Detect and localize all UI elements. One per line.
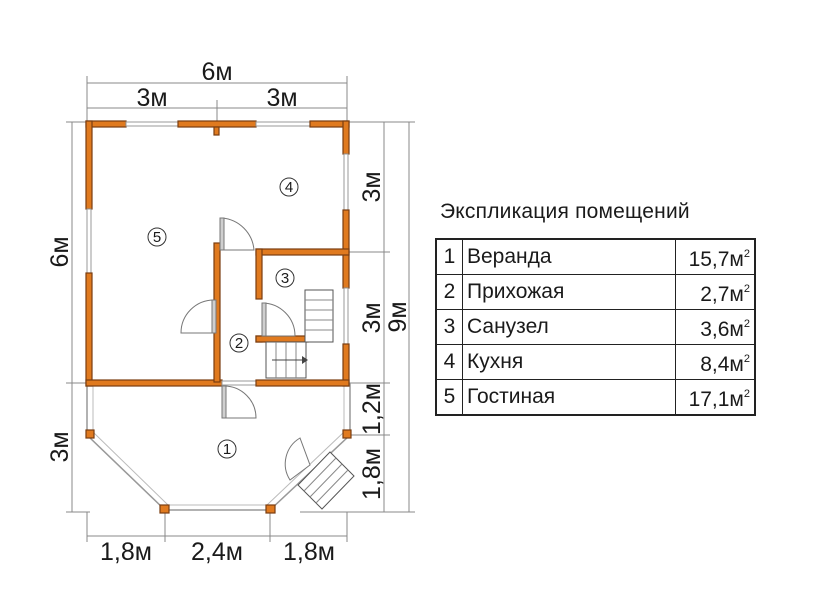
- legend-room-name: Кухня: [462, 344, 676, 380]
- legend-room-area: 2,7м2: [675, 274, 756, 310]
- dim-left-house: 6м: [46, 236, 74, 267]
- dim-right-step2: 1,8м: [358, 448, 386, 500]
- dim-right-upper: 3м: [358, 171, 386, 202]
- legend-room-name: Веранда: [462, 238, 676, 275]
- room-number-1: 1: [223, 441, 231, 458]
- table-row: 2 Прихожая 2,7м2: [435, 274, 756, 310]
- table-row: 5 Гостиная 17,1м2: [435, 379, 756, 416]
- dim-top-right: 3м: [266, 84, 297, 112]
- room-labels: 1 2 3 4 5: [147, 177, 299, 459]
- room-number-4: 4: [285, 179, 293, 196]
- legend-number: 4: [435, 344, 463, 380]
- house-walls: [85, 120, 350, 387]
- stairs-veranda: [297, 451, 355, 510]
- legend-room-name: Прихожая: [462, 274, 676, 310]
- dim-bottom-right: 1,8м: [283, 538, 335, 566]
- room-number-2: 2: [235, 335, 243, 352]
- room-legend: Экспликация помещений 1 Веранда 15,7м2 2…: [435, 200, 765, 416]
- legend-number: 3: [435, 309, 463, 345]
- stairs-interior: [265, 289, 334, 379]
- dim-top-total: 6м: [201, 58, 232, 86]
- right-dimensions: 3м 3м 9м 1,2м 1,8м: [300, 121, 415, 513]
- dim-right-step1: 1,2м: [358, 383, 386, 435]
- legend-room-name: Гостиная: [462, 379, 676, 416]
- legend-title: Экспликация помещений: [440, 200, 690, 223]
- legend-number: 5: [435, 379, 463, 416]
- left-dimensions: 6м 3м: [46, 121, 90, 513]
- dim-right-total: 9м: [384, 301, 412, 332]
- table-row: 3 Санузел 3,6м2: [435, 309, 756, 345]
- veranda-walls: [85, 383, 352, 514]
- legend-room-area: 3,6м2: [675, 309, 756, 345]
- legend-table: 1 Веранда 15,7м2 2 Прихожая 2,7м2 3 Сану…: [435, 238, 756, 416]
- table-row: 1 Веранда 15,7м2: [435, 238, 756, 275]
- room-number-5: 5: [153, 229, 161, 246]
- legend-room-area: 15,7м2: [675, 238, 756, 275]
- room-number-3: 3: [281, 270, 289, 287]
- legend-number: 1: [435, 238, 463, 275]
- legend-room-area: 17,1м2: [675, 379, 756, 416]
- legend-room-name: Санузел: [462, 309, 676, 345]
- doors: [180, 217, 311, 481]
- dim-bottom-middle: 2,4м: [191, 538, 243, 566]
- table-row: 4 Кухня 8,4м2: [435, 344, 756, 380]
- dim-top-left: 3м: [136, 84, 167, 112]
- top-dimensions: 6м 3м 3м: [86, 58, 348, 125]
- bottom-dimensions: 1,8м 2,4м 1,8м: [86, 510, 348, 566]
- legend-room-area: 8,4м2: [675, 344, 756, 380]
- dim-bottom-left: 1,8м: [100, 538, 152, 566]
- dim-right-middle: 3м: [358, 302, 386, 333]
- dim-left-veranda: 3м: [46, 431, 74, 462]
- legend-number: 2: [435, 274, 463, 310]
